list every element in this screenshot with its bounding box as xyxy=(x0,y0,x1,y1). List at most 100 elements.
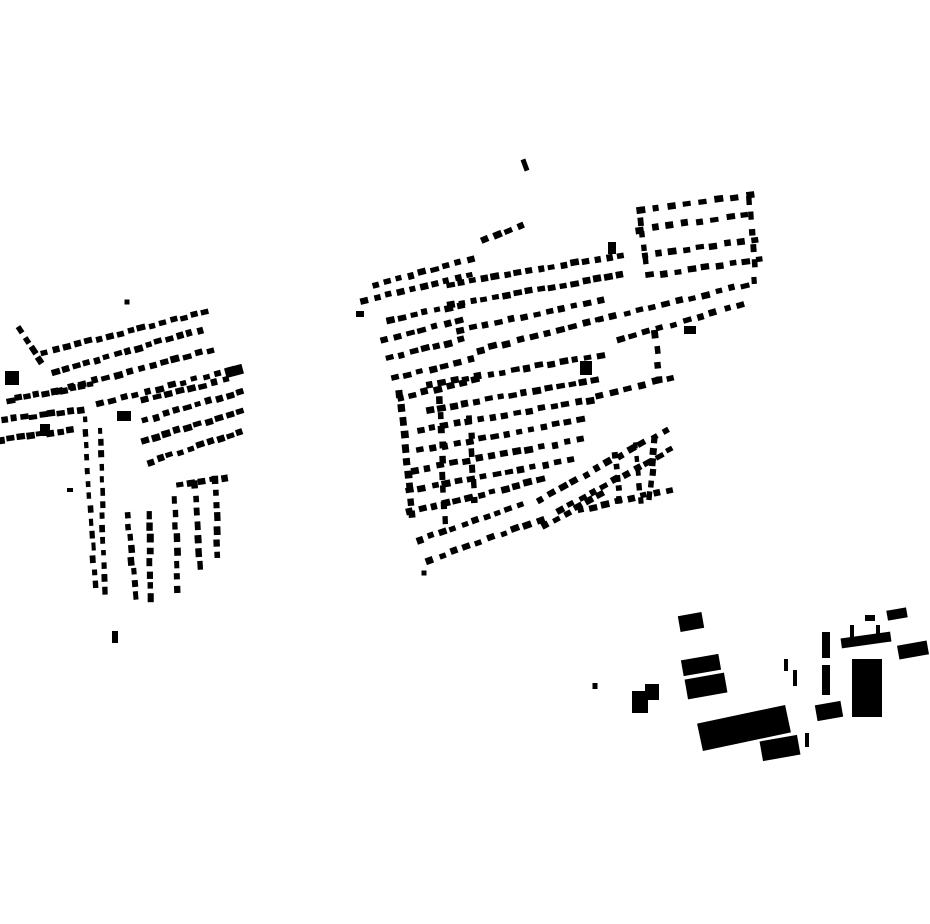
building xyxy=(669,321,678,329)
building xyxy=(654,249,663,257)
building xyxy=(611,451,619,459)
building xyxy=(113,349,123,358)
building xyxy=(235,407,245,416)
building xyxy=(563,418,572,426)
building xyxy=(736,237,746,246)
building xyxy=(499,449,509,458)
building xyxy=(213,539,220,547)
building xyxy=(97,427,103,434)
building xyxy=(750,244,757,253)
building xyxy=(522,477,533,487)
building xyxy=(171,405,181,414)
building xyxy=(384,290,392,298)
building xyxy=(409,347,420,355)
building xyxy=(192,420,202,428)
west-settlement xyxy=(0,299,245,643)
building xyxy=(424,556,435,566)
building xyxy=(146,511,152,520)
building xyxy=(15,325,25,335)
building xyxy=(723,304,732,312)
building xyxy=(550,403,559,410)
building xyxy=(213,526,221,536)
building xyxy=(436,404,447,413)
building xyxy=(641,327,651,336)
building xyxy=(467,355,475,364)
building xyxy=(667,202,677,210)
building xyxy=(477,434,487,442)
building xyxy=(460,399,469,408)
building xyxy=(390,373,400,381)
building xyxy=(176,449,185,457)
building xyxy=(112,631,118,643)
building xyxy=(210,378,218,387)
building xyxy=(148,322,156,330)
building xyxy=(175,481,184,488)
building xyxy=(116,330,125,338)
building xyxy=(89,555,96,564)
building xyxy=(569,258,580,267)
building xyxy=(407,271,415,281)
building xyxy=(173,585,181,594)
building xyxy=(822,665,830,695)
building xyxy=(421,570,427,576)
building xyxy=(566,456,575,464)
building xyxy=(594,255,602,264)
building xyxy=(570,302,578,309)
building xyxy=(418,504,428,513)
building xyxy=(449,546,459,555)
building xyxy=(100,501,106,509)
building xyxy=(529,332,540,341)
building xyxy=(82,416,88,423)
building xyxy=(95,335,104,343)
building xyxy=(468,323,478,331)
building xyxy=(440,501,448,510)
building xyxy=(468,432,475,439)
building xyxy=(16,432,26,441)
building xyxy=(234,428,244,437)
building xyxy=(647,480,655,488)
building xyxy=(607,311,618,321)
building xyxy=(655,324,664,332)
building xyxy=(156,453,166,463)
building xyxy=(852,659,882,717)
building xyxy=(454,316,465,325)
building xyxy=(470,297,478,305)
building xyxy=(100,374,111,382)
building xyxy=(729,259,737,267)
building xyxy=(215,394,224,403)
building xyxy=(84,467,90,475)
building xyxy=(557,481,569,492)
building xyxy=(700,291,711,300)
building xyxy=(50,387,60,396)
building xyxy=(152,393,162,401)
building xyxy=(51,345,61,354)
building xyxy=(194,400,202,408)
building xyxy=(501,339,512,349)
building xyxy=(751,276,757,285)
building xyxy=(648,457,657,467)
building xyxy=(740,211,749,219)
building xyxy=(437,411,444,420)
building xyxy=(405,482,414,493)
building xyxy=(433,306,441,313)
building xyxy=(545,307,554,315)
building xyxy=(22,392,32,400)
building xyxy=(876,625,880,639)
building xyxy=(715,262,725,270)
building xyxy=(497,393,505,400)
building xyxy=(172,425,181,435)
building xyxy=(148,361,158,370)
building xyxy=(169,354,181,364)
building xyxy=(426,531,435,539)
building xyxy=(450,375,460,384)
building xyxy=(127,556,135,567)
building xyxy=(117,411,131,421)
building xyxy=(73,339,82,348)
building xyxy=(500,485,511,494)
building xyxy=(213,501,220,509)
building xyxy=(436,378,447,387)
building xyxy=(214,551,221,559)
building xyxy=(419,387,429,396)
building xyxy=(575,415,586,424)
